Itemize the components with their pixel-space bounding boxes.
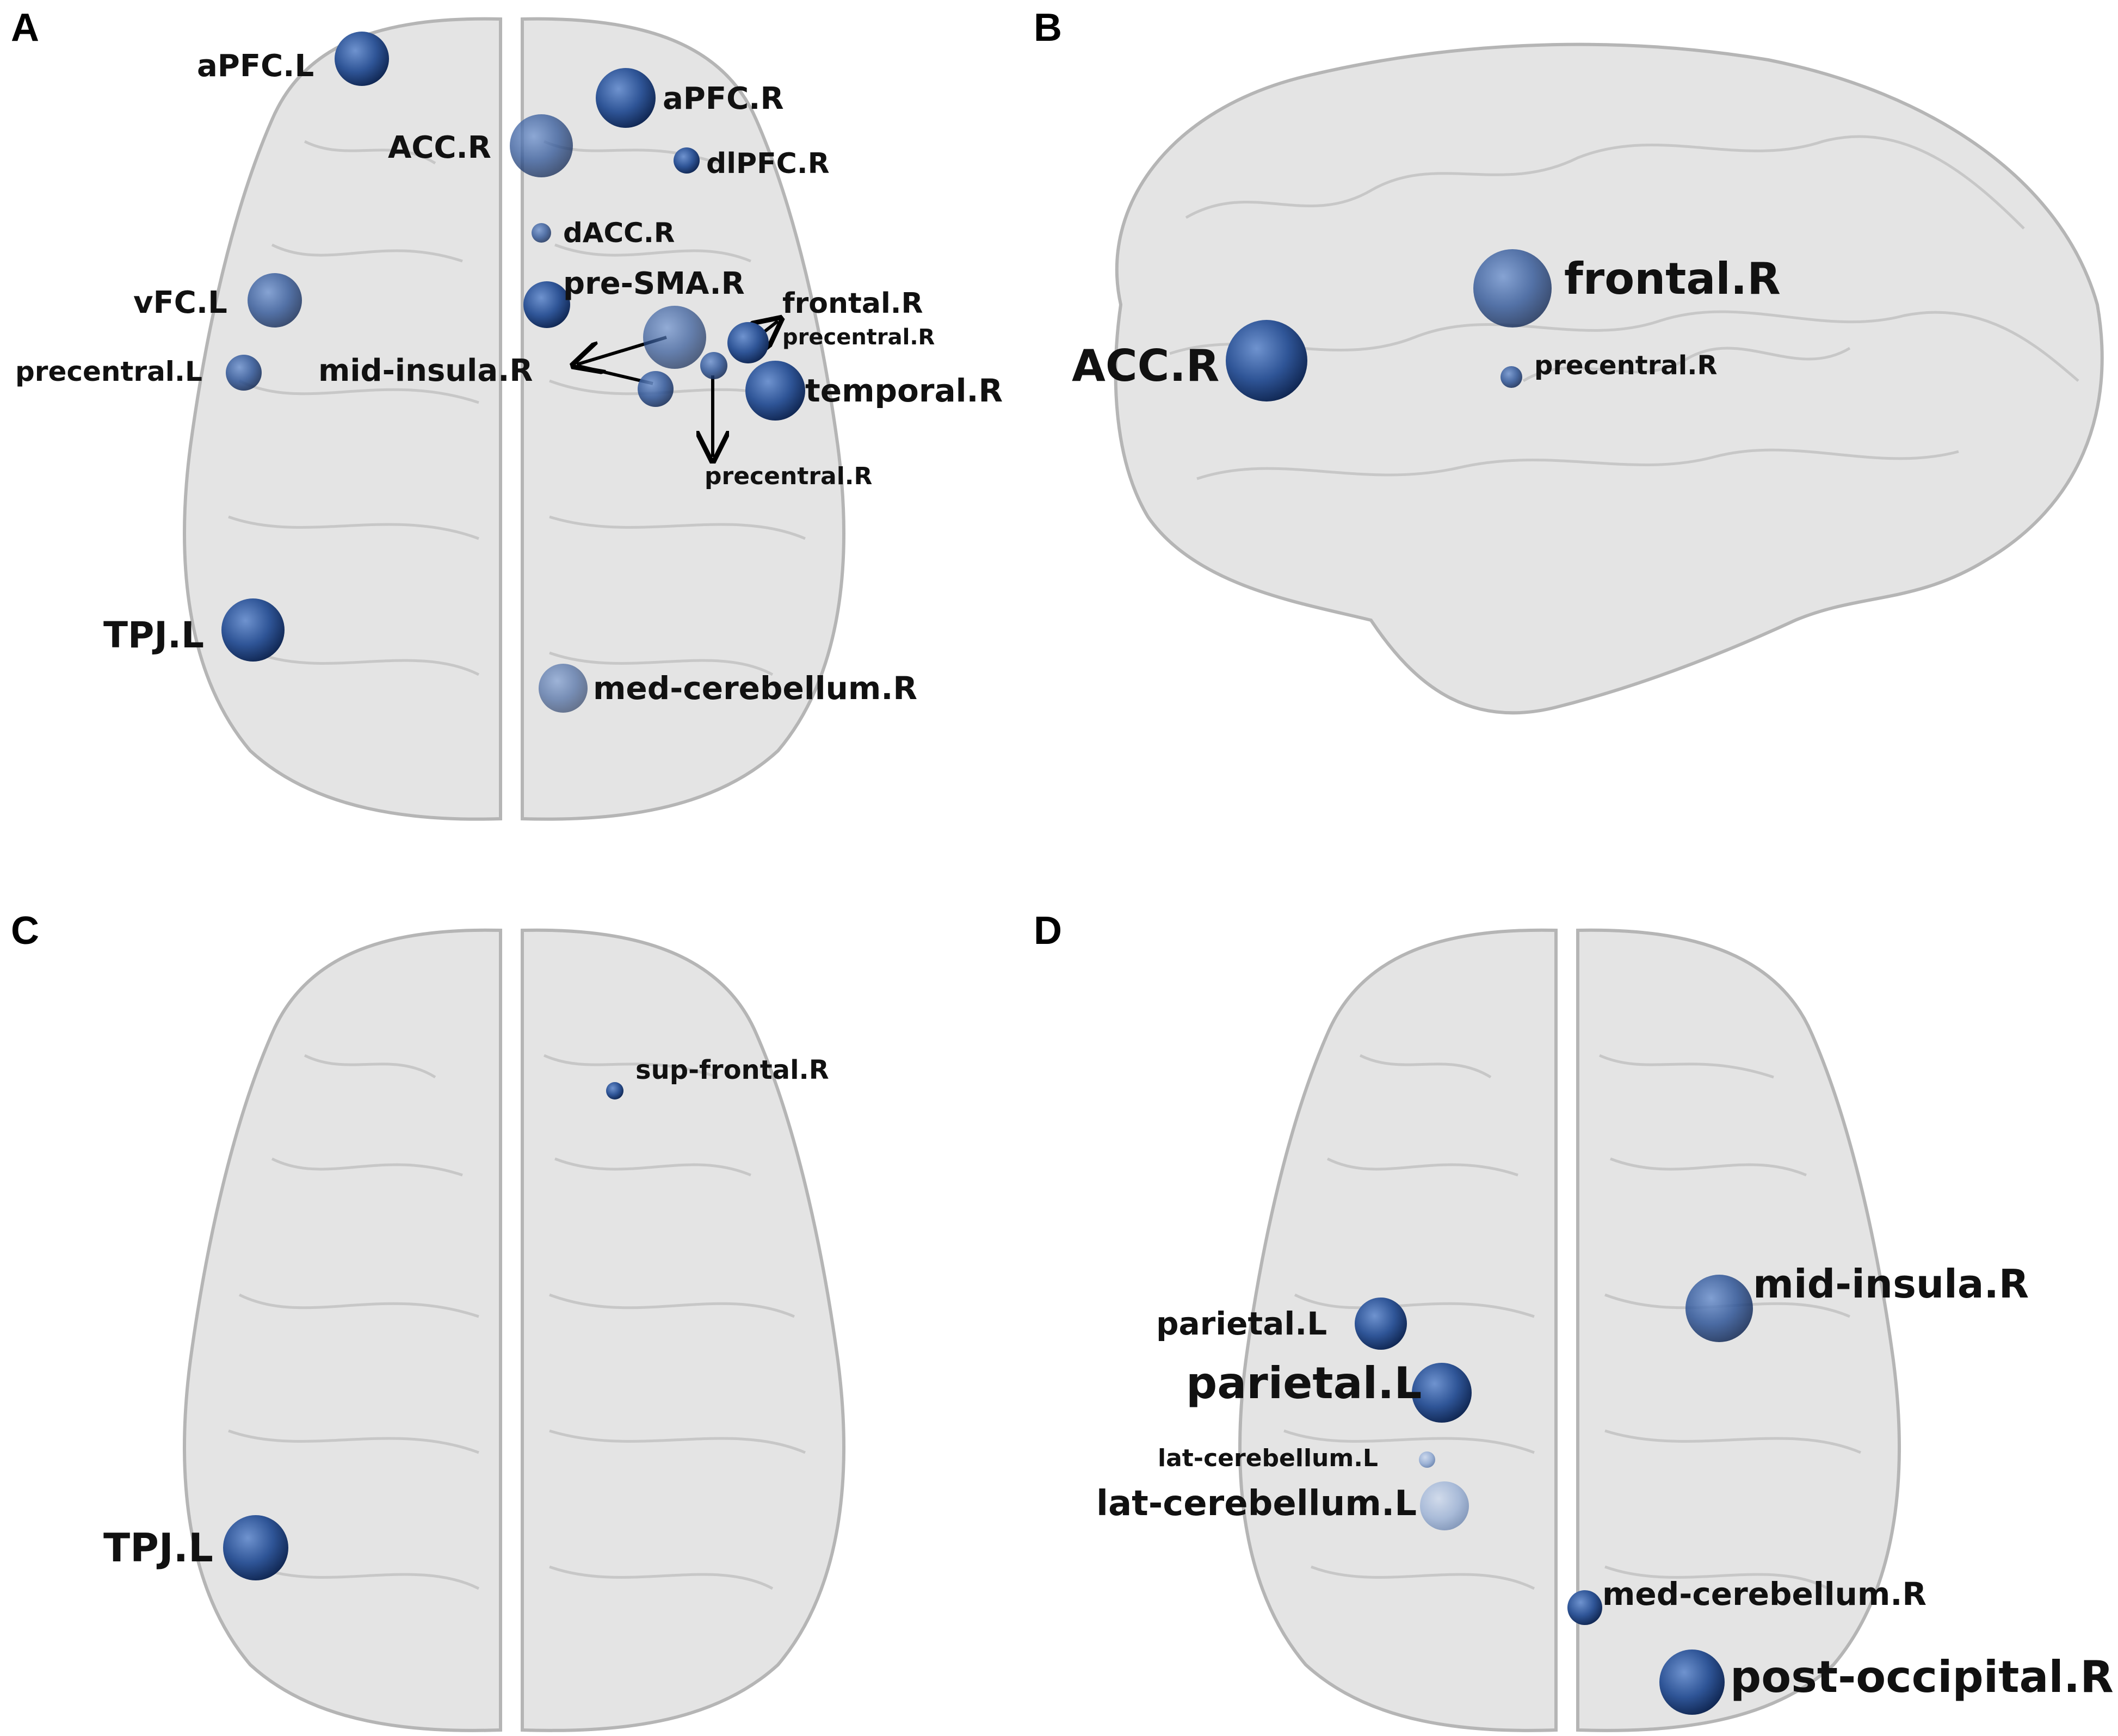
node-mid-insula-R [638,371,674,407]
label-mid-insula-R: mid-insula.R [318,353,533,388]
label-frontal-R-b: frontal.R [1564,254,1781,304]
node-parietal-L-d2 [1412,1363,1472,1423]
label-aPFC-R: aPFC.R [663,81,784,116]
node-mid-insula-R-d [1685,1275,1753,1342]
node-precentral-R-a2 [700,352,727,379]
node-med-cerebellum-R [539,664,588,713]
label-pre-SMA-R: pre-SMA.R [563,266,745,301]
label-med-cerebellum-R-d: med-cerebellum.R [1602,1576,1926,1613]
node-parietal-L-d1 [1355,1298,1407,1350]
sagittal-brain-b [1114,42,2104,715]
panel-letter-d: D [1034,909,1062,953]
label-med-cerebellum-R: med-cerebellum.R [593,670,917,707]
axial-brain-c [183,928,845,1732]
label-precentral-R-b: precentral.R [1534,350,1717,381]
label-frontal-R: frontal.R [782,287,923,320]
panel-letter-b: B [1034,6,1062,50]
node-dACC-R [532,223,551,243]
label-parietal-L-d2: parietal.L [1186,1358,1422,1408]
node-sup-frontal-R-c [606,1082,623,1099]
node-lat-cerebellum-L-d1 [1419,1451,1435,1468]
node-ACC-R [510,114,573,177]
label-ACC-R-b: ACC.R [1072,341,1219,391]
label-sup-frontal-R-c: sup-frontal.R [635,1055,829,1085]
label-TPJ-L-c: TPJ.L [103,1525,213,1571]
node-TPJ-L-c [223,1515,288,1580]
node-med-cerebellum-R-d [1567,1590,1602,1625]
label-mid-insula-R-d: mid-insula.R [1753,1261,2029,1307]
node-vFC-L [248,273,302,328]
node-precentral-R-b [1500,366,1522,388]
panel-b: B frontal.R ACC.R precentral.R [1034,6,2104,715]
label-ACC-R: ACC.R [388,130,491,165]
label-temporal-R: temporal.R [805,372,1003,409]
label-dACC-R: dACC.R [563,217,675,249]
panel-d: D mid-insula.R parietal.L parietal.L lat… [1034,909,2114,1732]
label-dlPFC-R: dlPFC.R [706,147,830,180]
label-precentral-R-a2: precentral.R [705,462,872,490]
label-precentral-L: precentral.L [15,356,202,387]
label-post-occipital-R-d: post-occipital.R [1730,1652,2114,1702]
node-ACC-R-b [1226,320,1307,401]
panel-letter-c: C [11,909,39,953]
node-lat-cerebellum-L-d2 [1420,1481,1469,1530]
node-aPFC-R [596,68,656,128]
node-precentral-R-a1 [643,306,706,369]
label-vFC-L: vFC.L [133,285,227,320]
node-frontal-R-b [1473,249,1552,328]
label-parietal-L-d1: parietal.L [1156,1305,1327,1342]
label-lat-cerebellum-L-d2: lat-cerebellum.L [1096,1484,1417,1524]
label-lat-cerebellum-L-d1: lat-cerebellum.L [1158,1444,1378,1472]
node-precentral-L [226,355,262,391]
label-precentral-R-a1: precentral.R [782,325,935,350]
panel-letter-a: A [11,6,39,50]
node-TPJ-L [221,598,285,662]
label-aPFC-L: aPFC.L [197,48,314,84]
node-dlPFC-R [674,147,700,174]
label-TPJ-L: TPJ.L [103,614,204,656]
panel-c: C sup-frontal.R TPJ.L [11,909,845,1732]
node-temporal-R [745,361,805,421]
node-pre-SMA-R [523,281,570,328]
panel-a: A aPFC.L aPFC.R ACC.R d [11,6,1003,821]
node-post-occipital-R-d [1659,1649,1725,1715]
node-frontal-R [727,322,769,363]
node-aPFC-L [335,32,389,86]
